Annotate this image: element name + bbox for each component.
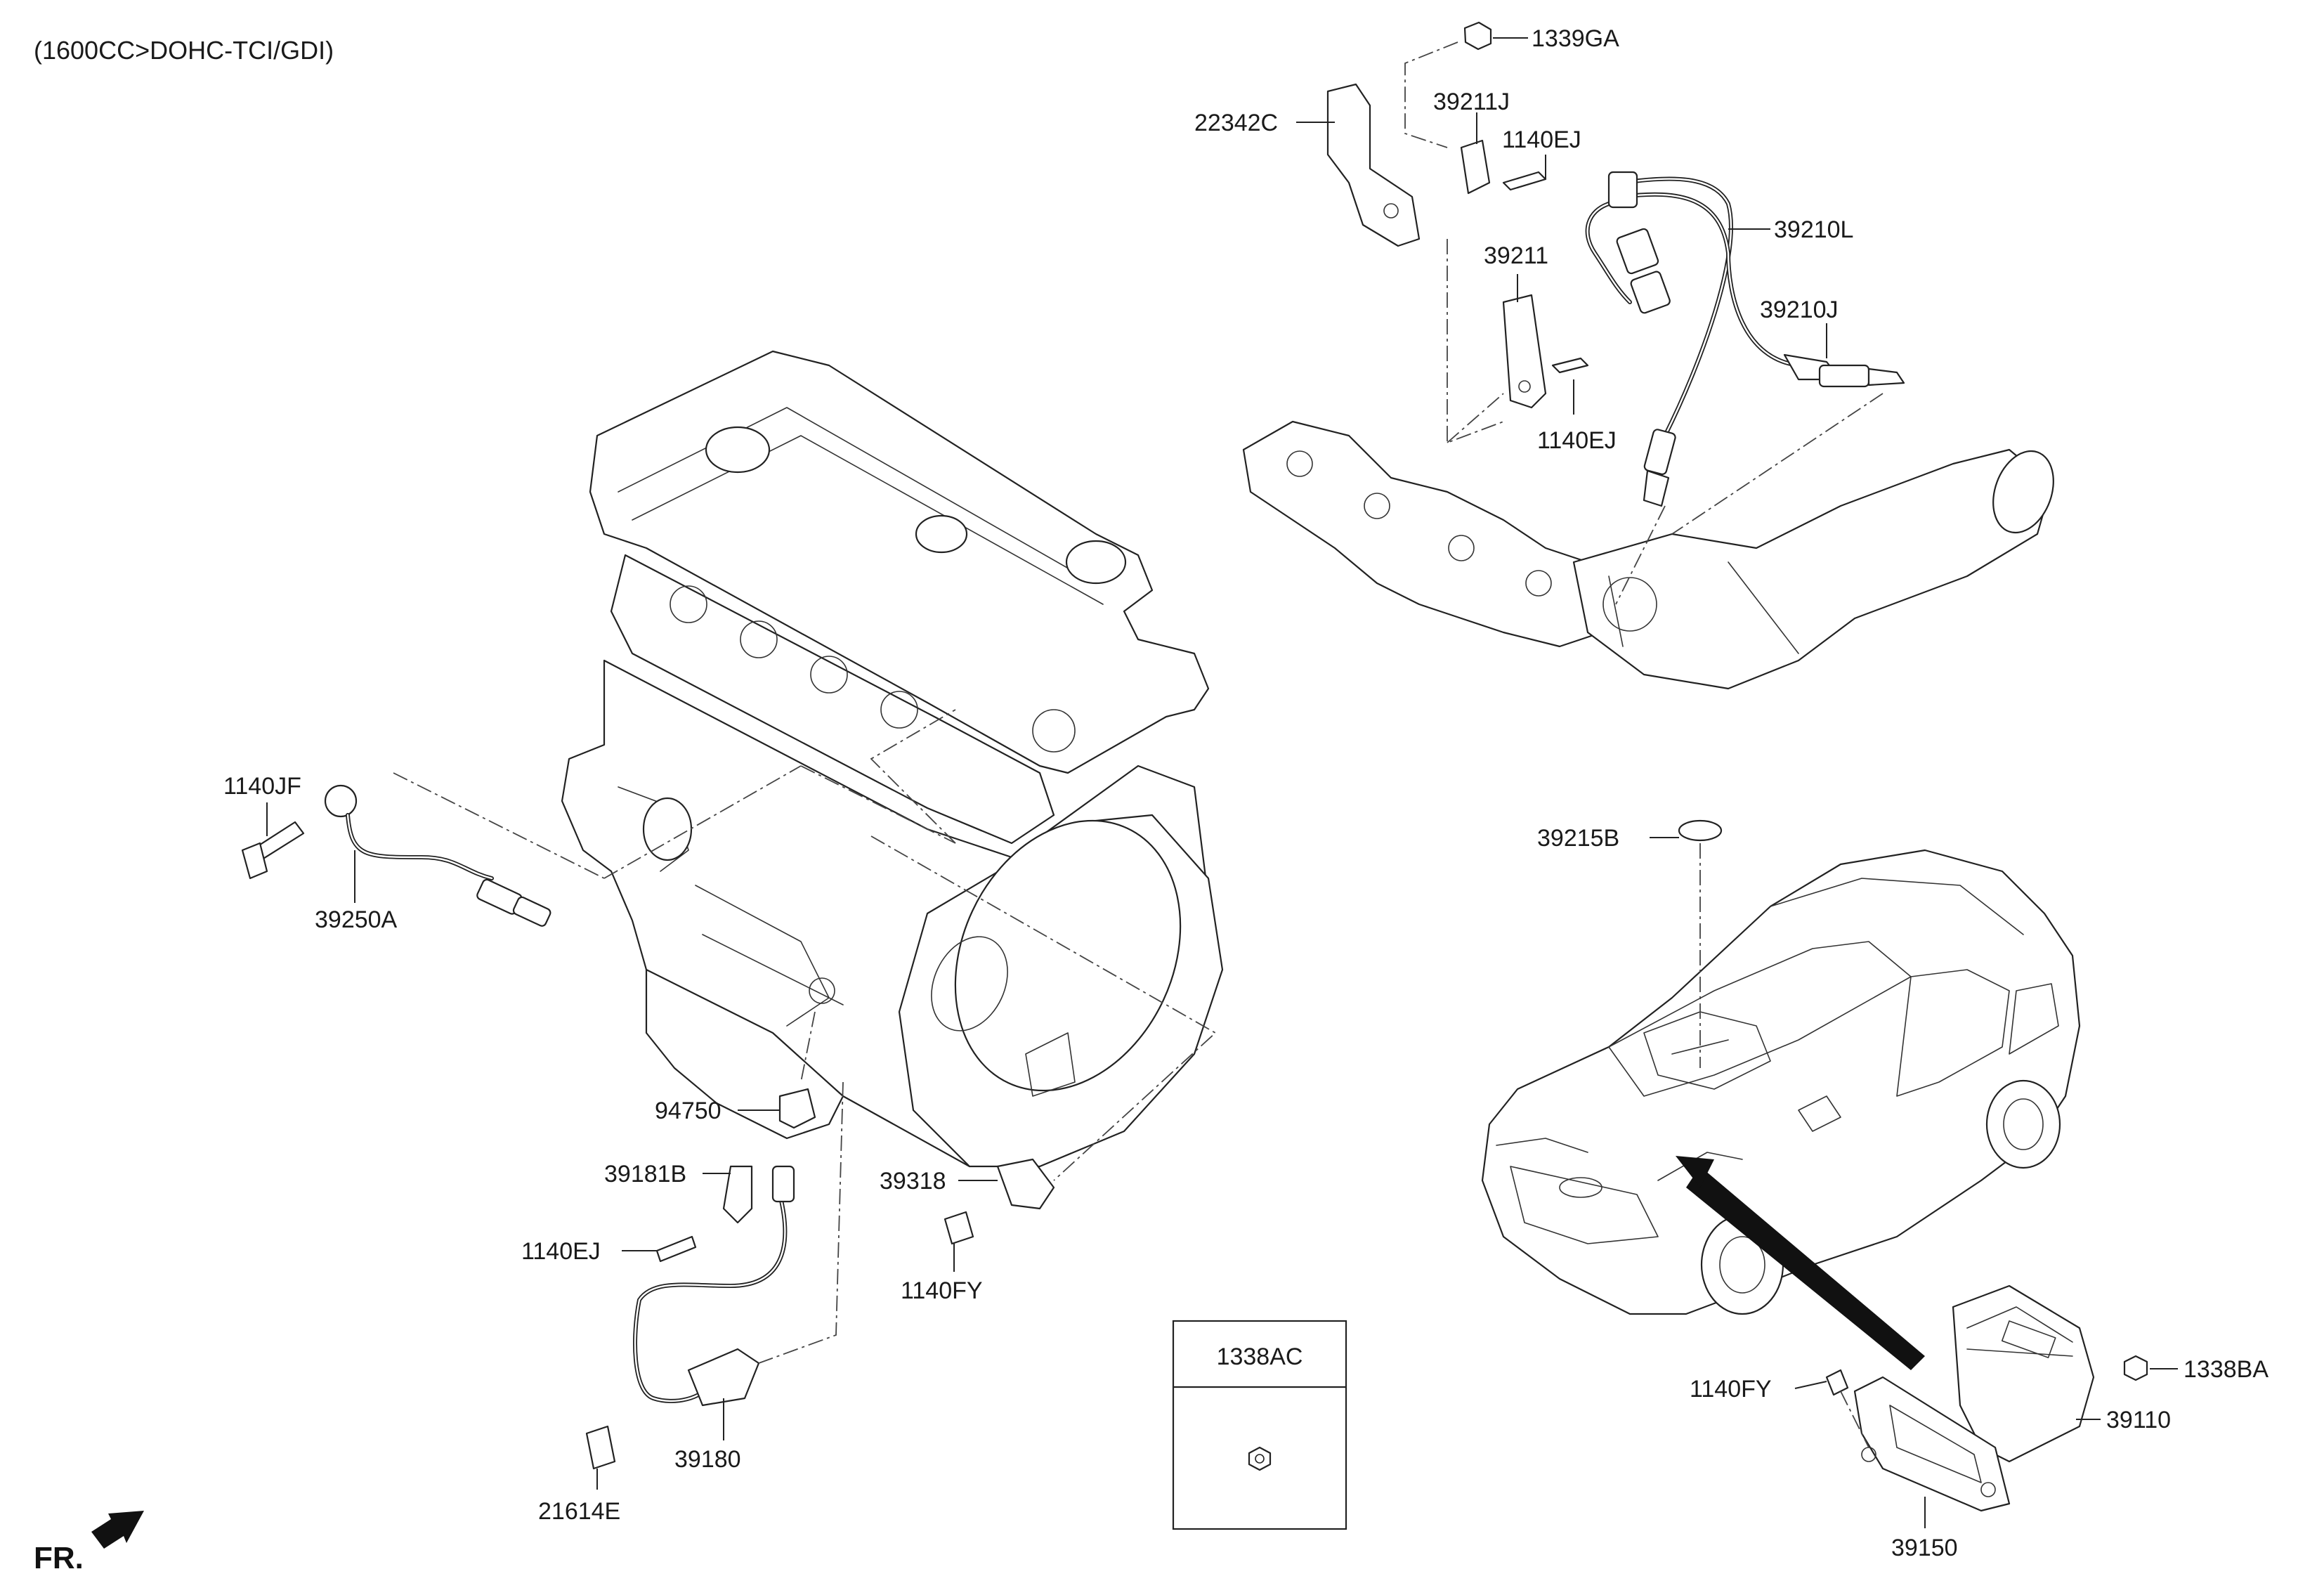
label-39211: 39211 (1484, 242, 1548, 269)
label-1140EJ-top: 1140EJ (1502, 126, 1581, 153)
engine-assembly (561, 350, 1224, 1168)
leader-lines (266, 37, 2178, 1528)
label-1140FY-mid: 1140FY (901, 1277, 983, 1304)
callout-box-1338AC: 1338AC (1172, 1320, 1347, 1530)
label-39181B: 39181B (604, 1161, 686, 1187)
label-39211J: 39211J (1433, 89, 1510, 115)
front-arrow-icon (91, 1511, 144, 1549)
label-39150: 39150 (1891, 1535, 1958, 1561)
label-1140EJ-low: 1140EJ (521, 1238, 601, 1265)
part-labels: 1339GA 22342C 39211J 1140EJ 39210L 39211… (223, 25, 2268, 1561)
label-1140FY-right: 1140FY (1690, 1376, 1772, 1402)
oxygen-sensor-harness (1585, 171, 1905, 507)
ecu-assembly (1853, 1284, 2095, 1512)
label-39250A: 39250A (315, 906, 398, 933)
sensor-brackets (1326, 83, 1589, 409)
nut-icon (1463, 21, 1492, 51)
vehicle-illustration (1481, 849, 2081, 1370)
label-39215B: 39215B (1537, 825, 1619, 852)
label-39210J: 39210J (1760, 297, 1839, 323)
callout-box-part-number: 1338AC (1217, 1343, 1303, 1370)
fasteners (241, 21, 2148, 1470)
label-21614E: 21614E (538, 1498, 620, 1525)
label-39180: 39180 (674, 1446, 741, 1473)
engine-spec-title: (1600CC>DOHC-TCI/GDI) (34, 36, 334, 65)
label-39110: 39110 (2106, 1407, 2171, 1433)
label-1140EJ-mid: 1140EJ (1537, 427, 1617, 454)
front-indicator: FR. (34, 1511, 144, 1575)
label-1339GA: 1339GA (1532, 25, 1619, 52)
exhaust-manifold-assembly (1242, 420, 2054, 690)
front-label: FR. (34, 1541, 84, 1575)
location-arrowhead-icon (1676, 1156, 1714, 1187)
assembly-lines (393, 41, 1884, 1448)
label-22342C: 22342C (1194, 110, 1278, 136)
nut-icon (1248, 1446, 1272, 1471)
label-94750: 94750 (655, 1098, 722, 1124)
label-39210L: 39210L (1774, 216, 1853, 243)
label-39318: 39318 (880, 1168, 946, 1195)
label-1338BA: 1338BA (2183, 1356, 2268, 1383)
label-1140JF: 1140JF (223, 773, 301, 800)
location-arrow-icon (1686, 1166, 1925, 1370)
